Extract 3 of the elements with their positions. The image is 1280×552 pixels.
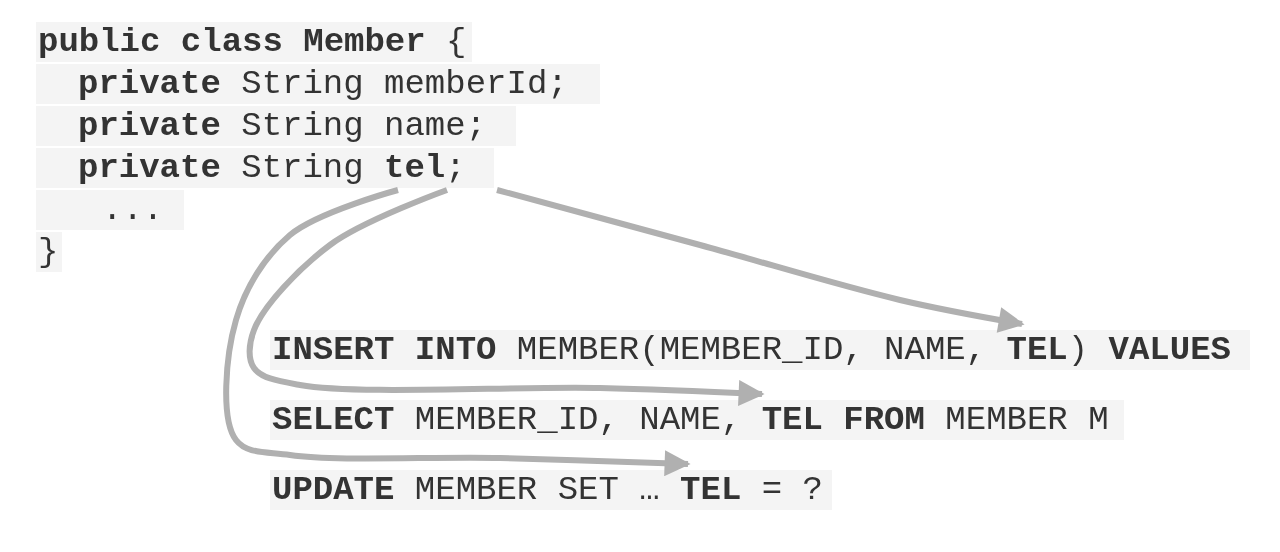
arrow: [246, 187, 765, 406]
arrow: [496, 187, 1025, 333]
arrow: [223, 187, 691, 477]
